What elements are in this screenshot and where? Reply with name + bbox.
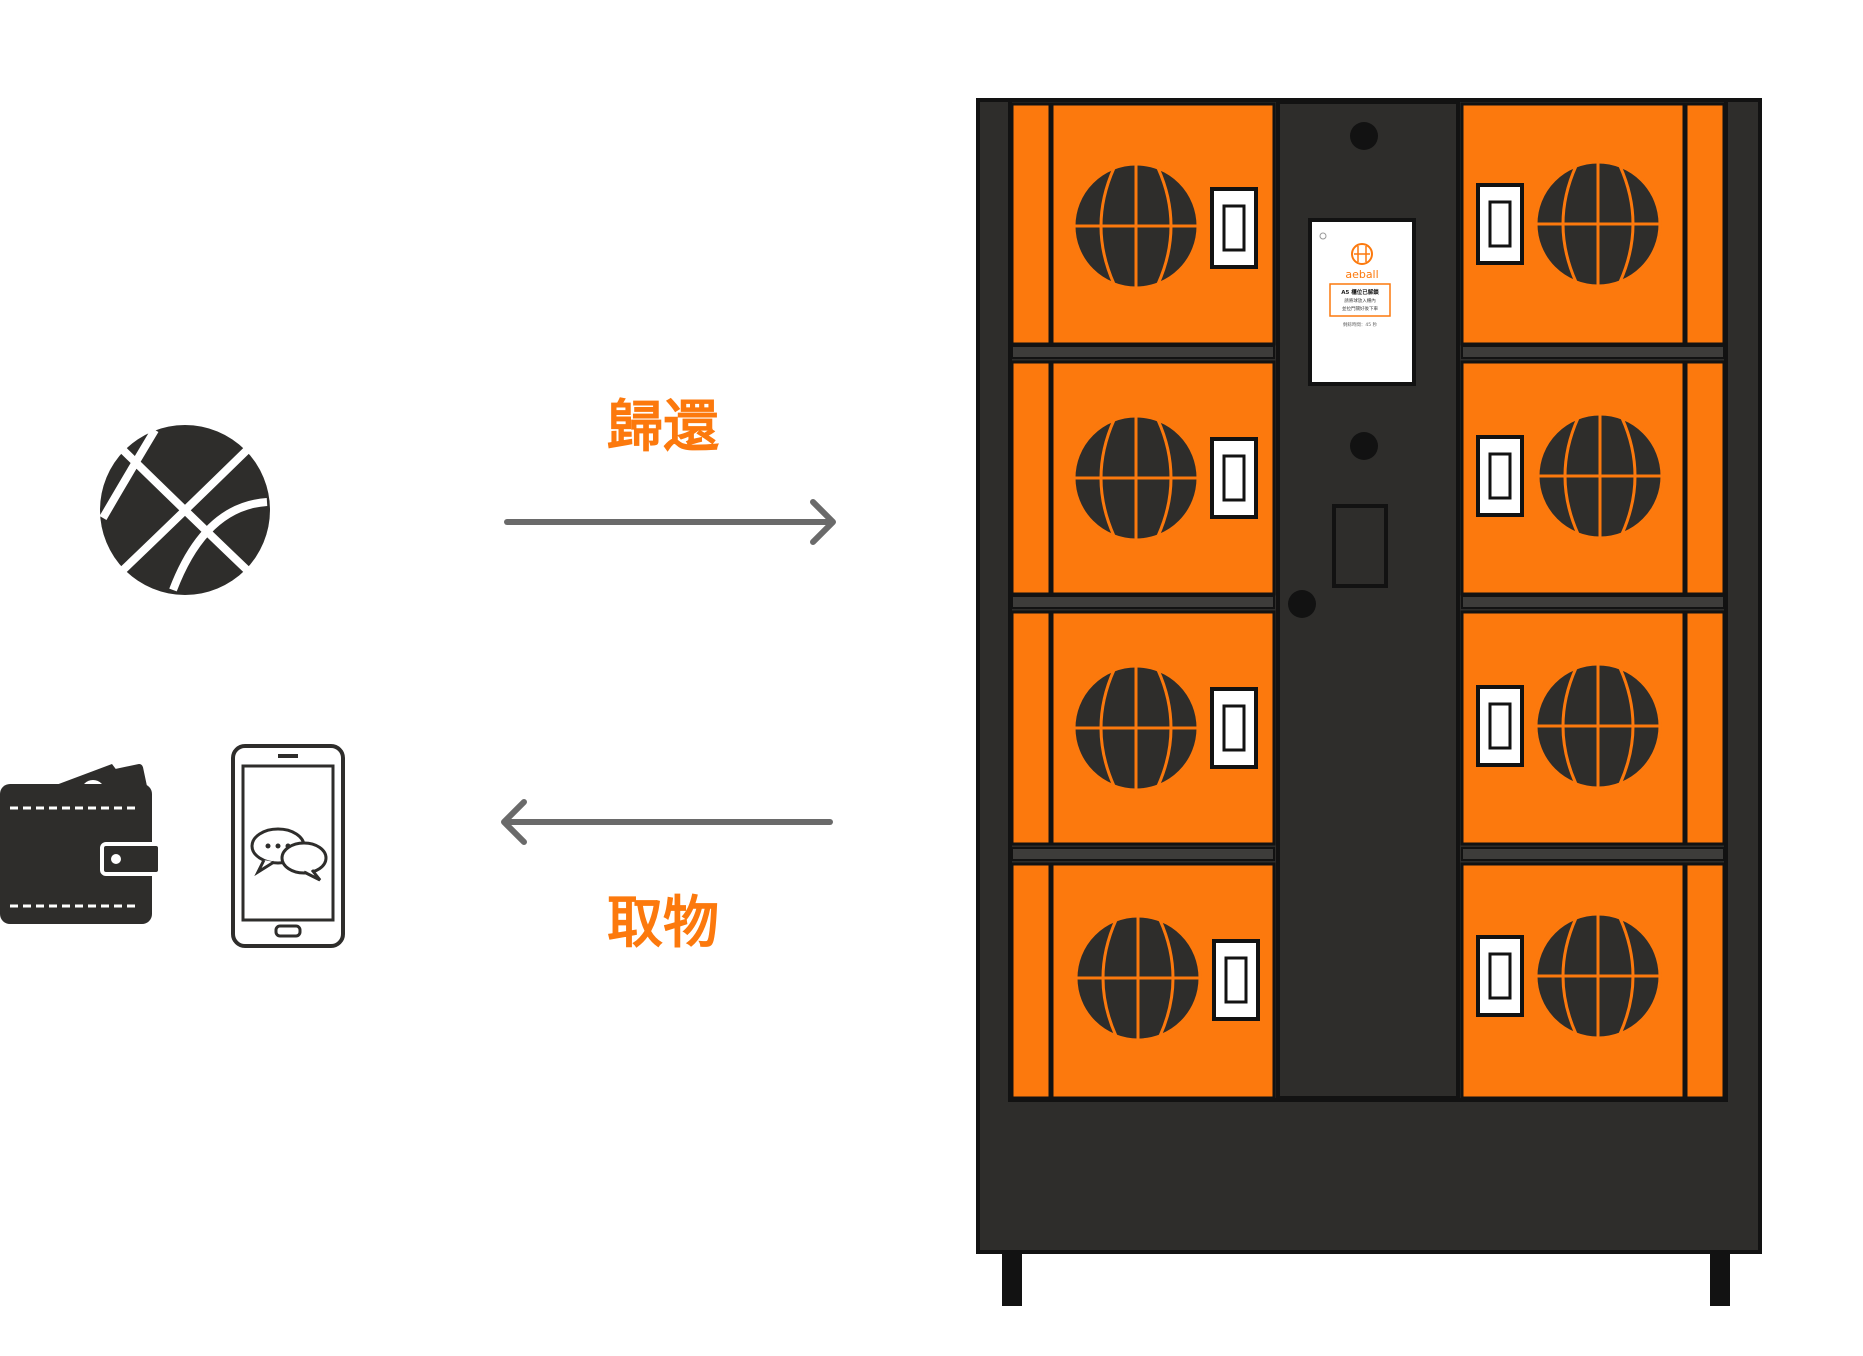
basketball-icon [1072, 664, 1200, 792]
touch-screen[interactable]: aeball A5 櫃位已解鎖 請將球放入櫃內 並拉門關好後下車 剩餘時間：45… [1308, 218, 1416, 386]
door-handle[interactable] [1210, 187, 1258, 269]
locker-door-8[interactable] [1460, 862, 1686, 1100]
cabinet-leg-right [1710, 1250, 1730, 1306]
door-handle[interactable] [1476, 685, 1524, 767]
wallet-icon [0, 764, 162, 924]
chat-bubbles-icon [250, 827, 328, 882]
door-handle[interactable] [1212, 939, 1260, 1021]
screen-message-line2: 請將球放入櫃內 [1344, 297, 1376, 304]
pickup-label: 取物 [607, 891, 719, 956]
door-handle[interactable] [1476, 935, 1524, 1017]
console-camera [1350, 122, 1378, 150]
basketball-icon [1072, 414, 1200, 542]
home-icon[interactable] [1319, 232, 1327, 240]
basketball-icon [1534, 912, 1662, 1040]
screen-message-line1: A5 櫃位已解鎖 [1341, 288, 1379, 296]
locker-door-4[interactable] [1050, 862, 1276, 1100]
basketball-icon [1536, 412, 1664, 540]
basketball-icon [99, 425, 270, 595]
cabinet-leg-left [1002, 1250, 1022, 1306]
basketball-icon [1072, 162, 1200, 290]
door-handle[interactable] [1210, 687, 1258, 769]
basketball-icon [1074, 914, 1202, 1042]
basketball-icon [1534, 160, 1662, 288]
door-handle[interactable] [1476, 435, 1524, 517]
aeball-logo-icon [1351, 243, 1373, 265]
screen-message-line3: 並拉門關好後下車 [1342, 305, 1378, 312]
basketball-icon [1534, 662, 1662, 790]
screen-brand: aeball [1345, 268, 1378, 281]
door-handle[interactable] [1210, 437, 1258, 519]
screen-message-box [1329, 283, 1391, 317]
return-label: 歸還 [607, 395, 719, 460]
door-handle[interactable] [1476, 183, 1524, 265]
locker-door-5[interactable] [1460, 102, 1686, 346]
return-arrow [504, 499, 836, 545]
screen-countdown: 剩餘時間：45 秒 [1343, 321, 1378, 328]
locker-door-2[interactable] [1050, 360, 1276, 596]
console-card-reader[interactable] [1332, 504, 1388, 588]
console-key-hole [1288, 590, 1316, 618]
locker-door-7[interactable] [1460, 610, 1686, 846]
locker-door-3[interactable] [1050, 610, 1276, 846]
locker-door-1[interactable] [1050, 102, 1276, 346]
console-sensor [1350, 432, 1378, 460]
pickup-arrow [501, 799, 833, 845]
locker-door-6[interactable] [1460, 360, 1686, 596]
